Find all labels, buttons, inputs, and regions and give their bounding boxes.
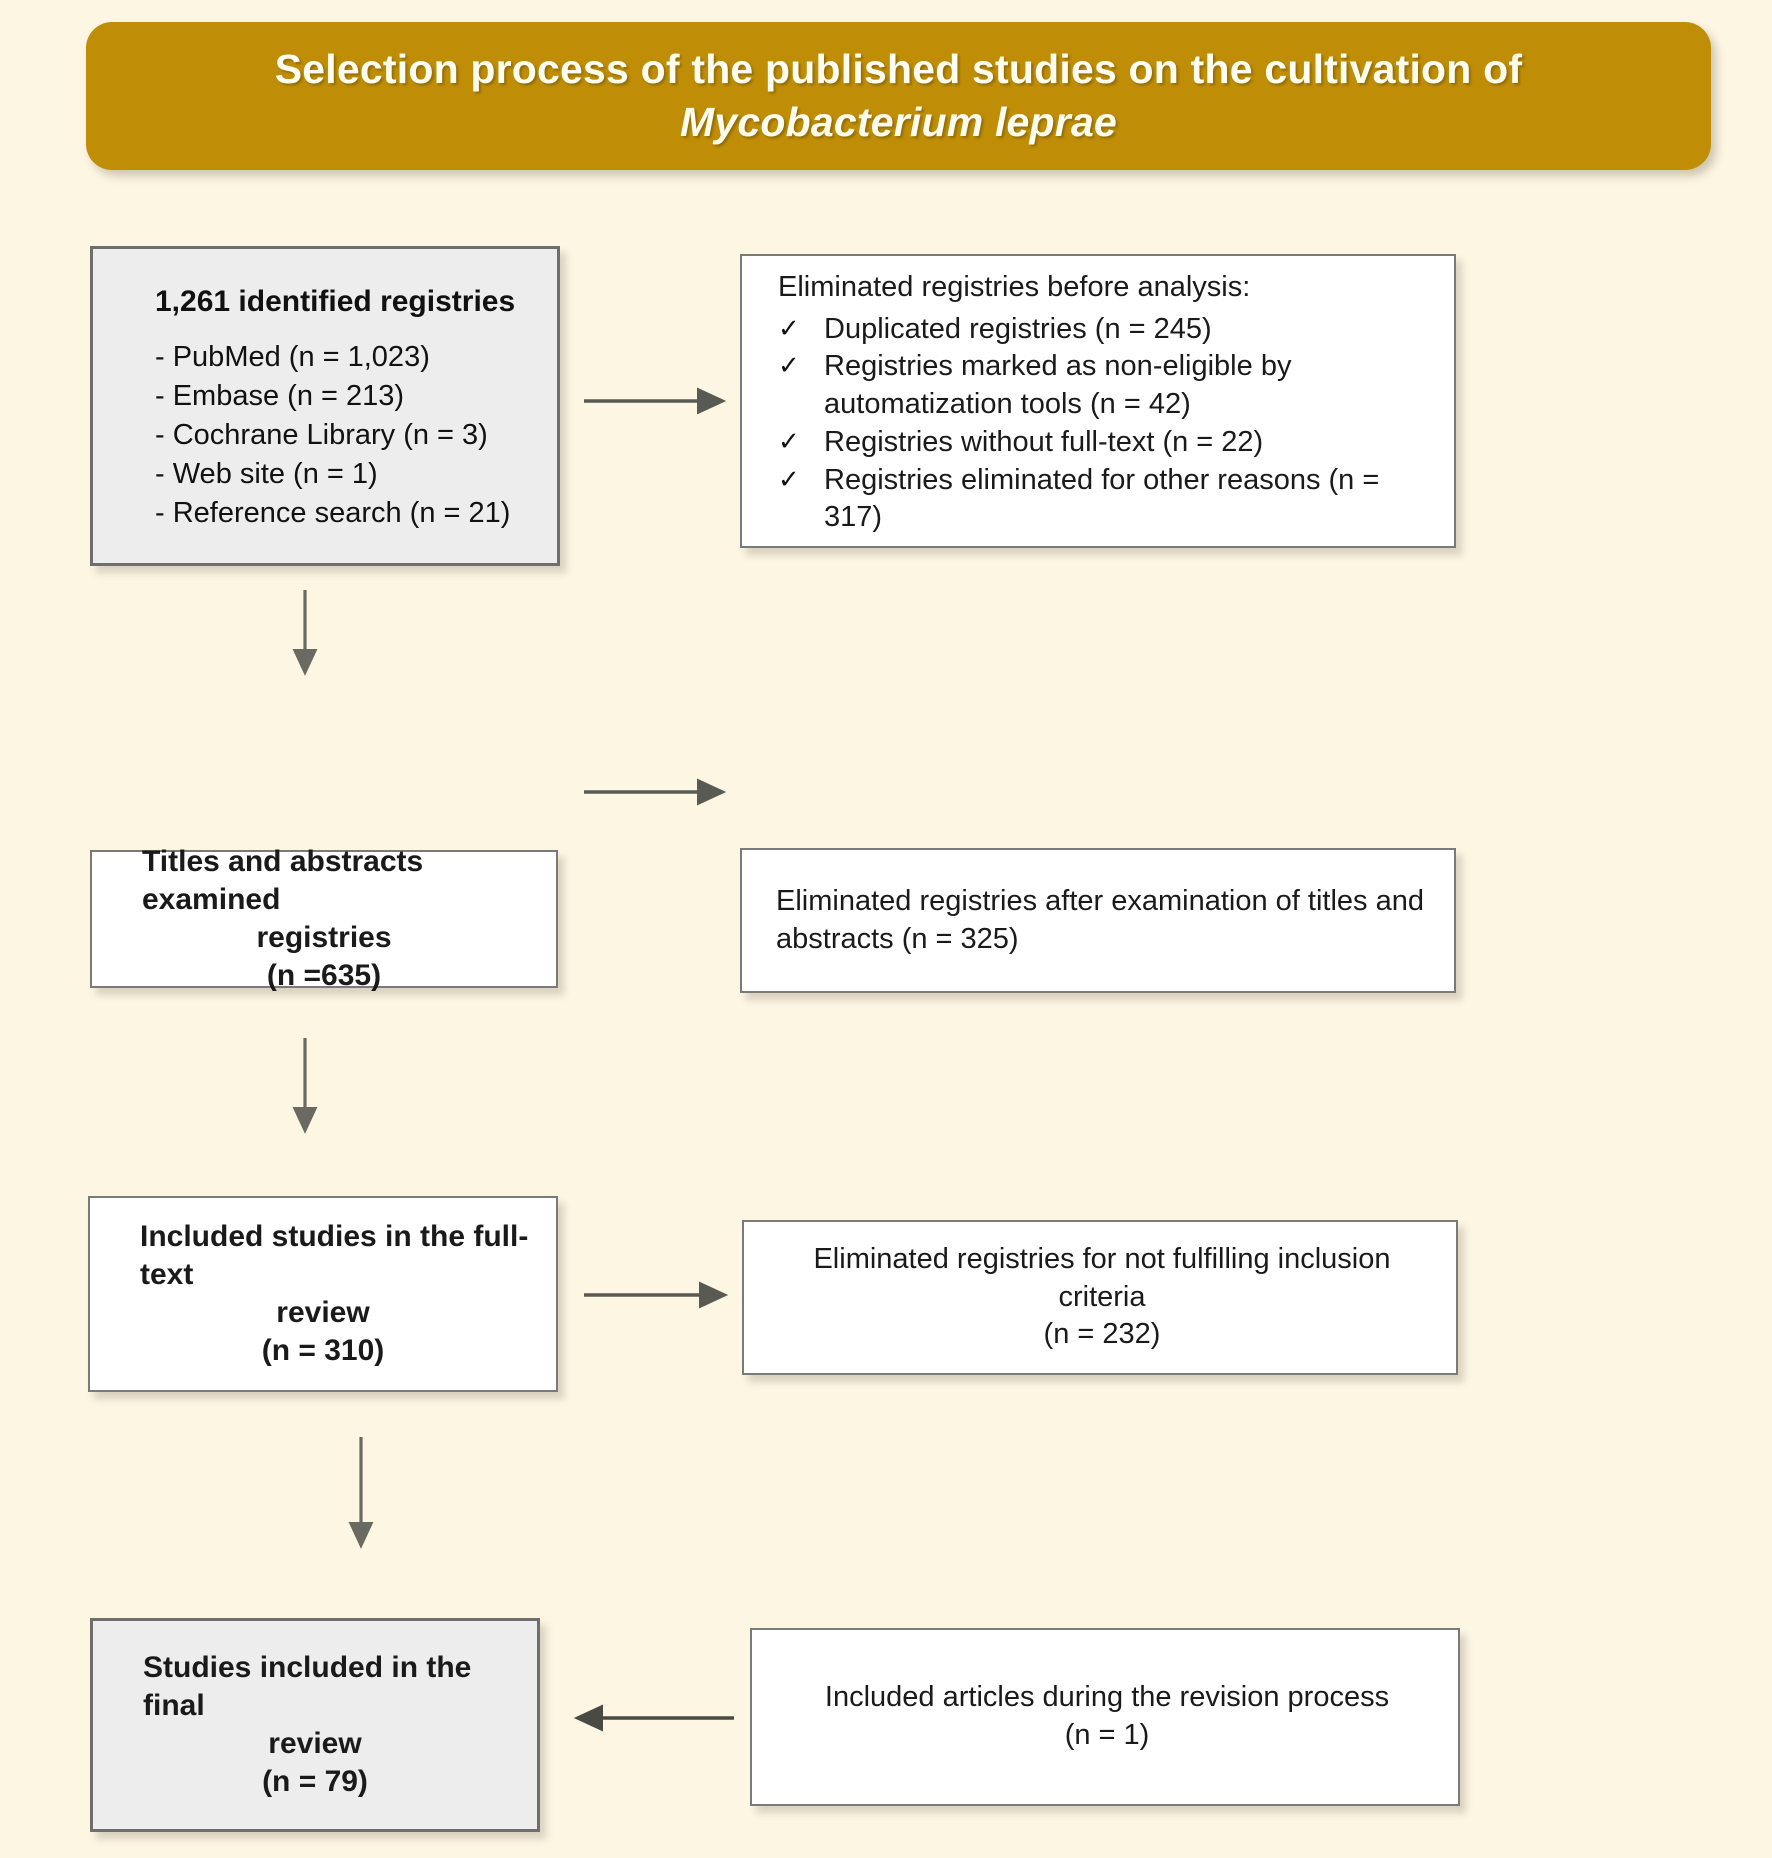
diagram-title-banner: Selection process of the published studi… [86, 22, 1711, 170]
final-review-line-1: Studies included in the final [143, 1651, 472, 1723]
box-eliminated-before-analysis: Eliminated registries before analysis: ✓… [740, 254, 1456, 548]
box-eliminated-not-fulfilling-criteria: Eliminated registries for not fulfilling… [742, 1220, 1458, 1375]
check-icon: ✓ [778, 312, 800, 343]
final-review-count: (n = 79) [262, 1764, 368, 1798]
fulltext-review-count: (n = 310) [261, 1333, 385, 1367]
box-included-articles-revision-process: Included articles during the revision pr… [750, 1628, 1460, 1806]
eliminated-before-lead: Eliminated registries before analysis: [778, 271, 1251, 304]
title-line-2-species: Mycobacterium leprae [680, 99, 1117, 145]
eliminated-after-titles-line-2: abstracts (n = 325) [776, 922, 1019, 955]
check-icon: ✓ [778, 425, 800, 456]
check-icon: ✓ [778, 463, 800, 494]
source-line-reference-search: - Reference search (n = 21) [155, 497, 511, 529]
box-identified-registries: 1,261 identified registries - PubMed (n … [90, 246, 560, 566]
source-line-website: - Web site (n = 1) [155, 458, 378, 490]
included-revision-count: (n = 1) [1064, 1719, 1150, 1751]
box-eliminated-after-titles-abstracts: Eliminated registries after examination … [740, 848, 1456, 993]
eliminated-after-titles-line-1: Eliminated registries after examination … [776, 884, 1424, 917]
source-line-pubmed: - PubMed (n = 1,023) [155, 341, 430, 373]
titles-abstracts-count: (n =635) [266, 958, 382, 992]
eliminated-before-item-other-reasons: ✓ Registries eliminated for other reason… [778, 462, 1434, 537]
box-included-studies-fulltext-review: Included studies in the full-text review… [88, 1196, 558, 1392]
item-text: Registries marked as non-eligible by [824, 350, 1292, 383]
eliminated-before-item-no-fulltext: ✓ Registries without full-text (n = 22) [778, 424, 1434, 462]
check-icon: ✓ [778, 350, 800, 381]
fulltext-review-line-1: Included studies in the full-text [140, 1220, 529, 1292]
item-text-continued: automatization tools (n = 42) [824, 388, 1191, 421]
source-line-embase: - Embase (n = 213) [155, 380, 405, 412]
box-studies-included-final-review: Studies included in the final review (n … [90, 1618, 540, 1832]
item-text: Duplicated registries (n = 245) [824, 312, 1212, 345]
eliminated-before-item-duplicated: ✓ Duplicated registries (n = 245) [778, 311, 1434, 349]
included-revision-line-1: Included articles during the revision pr… [824, 1681, 1390, 1714]
item-text: Registries without full-text (n = 22) [824, 425, 1264, 458]
final-review-line-2: review [268, 1727, 362, 1760]
box-titles-abstracts-examined: Titles and abstracts examined registries… [90, 845, 558, 992]
fulltext-review-line-2: review [276, 1296, 370, 1329]
eliminated-before-item-non-eligible: ✓ Registries marked as non-eligible by a… [778, 348, 1434, 423]
item-text: Registries eliminated for other reasons … [824, 463, 1380, 534]
eliminated-not-fulfilling-line-1: Eliminated registries for not fulfilling… [813, 1242, 1391, 1313]
spacer [155, 321, 529, 338]
titles-abstracts-line-2: registries [256, 921, 392, 954]
titles-abstracts-line-1: Titles and abstracts examined [142, 845, 424, 917]
eliminated-not-fulfilling-count: (n = 232) [1043, 1318, 1161, 1351]
title-line-1: Selection process of the published studi… [274, 45, 1523, 92]
source-line-cochrane: - Cochrane Library (n = 3) [155, 419, 488, 451]
identified-heading: 1,261 identified registries [155, 285, 516, 318]
